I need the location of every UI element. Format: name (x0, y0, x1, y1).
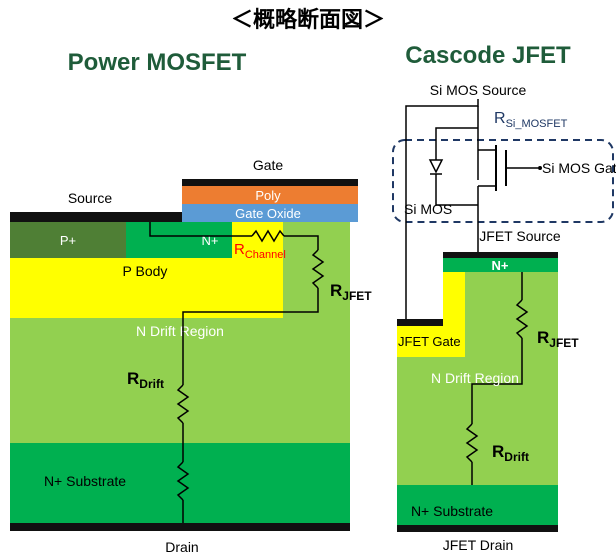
mosfet-channel-resistor (251, 229, 285, 243)
jfet-gate-metal (397, 319, 443, 326)
mosfet-drift-resistor-lower (176, 461, 190, 501)
jfet-n-plus-region (443, 258, 558, 272)
jfet-resistor-drift-wire (471, 338, 523, 424)
jfet-substrate-label: N+ Substrate (411, 503, 493, 519)
jfet-n-drift-label: N Drift Region (431, 370, 519, 386)
jfet-substrate-region (397, 485, 558, 525)
mosfet-r-jfet-label: RJFET (330, 281, 372, 303)
jfet-resistor (515, 299, 529, 339)
mosfet-drain-label: Drain (165, 539, 198, 555)
mosfet-n-drift-label: N Drift Region (136, 323, 224, 339)
power-mosfet-panel: Power MOSFET Gate Poly Gate Oxide Source… (10, 49, 372, 555)
mosfet-r-drift-label: RDrift (127, 369, 164, 391)
jfet-r-jfet-label: RJFET (537, 328, 579, 350)
mosfet-drain-metal (10, 523, 350, 531)
mosfet-source-label: Source (68, 190, 113, 206)
jfet-gate-region (397, 325, 443, 357)
mosfet-channel-wire-left (149, 222, 252, 237)
mosfet-channel-wire-right (284, 235, 319, 250)
mosfet-source-metal (10, 212, 182, 222)
si-mos-label: Si MOS (404, 201, 452, 217)
mosfet-jfet-resistor (311, 249, 325, 289)
mosfet-substrate-label: N+ Substrate (44, 473, 126, 489)
si-mos-gate-terminal-icon (538, 166, 542, 170)
mosfet-gate-label: Gate (253, 157, 284, 173)
jfet-drain-label: JFET Drain (443, 537, 514, 553)
si-mos-diode-bottom (435, 174, 478, 206)
mosfet-r-channel-label: RChannel (234, 241, 286, 261)
mosfet-gate-metal (182, 179, 358, 186)
si-mos-diode-top (435, 127, 478, 160)
cascode-jfet-panel: Cascode JFET (392, 42, 616, 553)
mosfet-p-plus-region (10, 222, 126, 258)
jfet-circuit-wiring (405, 99, 538, 485)
mosfet-p-body-label: P Body (123, 263, 168, 279)
jfet-drain-metal (397, 525, 558, 532)
si-mos-gate-label: Si MOS Gate (542, 160, 616, 176)
si-mos-source-wire (405, 99, 479, 319)
r-si-mosfet-label: RSi_MOSFET (494, 110, 568, 130)
page-title: ＜概略断面図＞ (231, 7, 385, 32)
mosfet-resistor-network (149, 222, 325, 523)
mosfet-poly (182, 186, 358, 204)
mosfet-gate-oxide (182, 204, 358, 222)
si-mos-source-label: Si MOS Source (430, 82, 527, 98)
mosfet-gate-oxide-label: Gate Oxide (235, 206, 301, 221)
si-mos-body-diode-icon (428, 159, 444, 174)
si-mos-dashed-box (392, 139, 614, 223)
jfet-drift-resistor (465, 423, 479, 463)
jfet-source-label: JFET Source (479, 228, 561, 244)
mosfet-heading: Power MOSFET (68, 49, 247, 76)
mosfet-n-plus-region (126, 222, 232, 258)
jfet-n-plus-label: N+ (492, 258, 509, 273)
mosfet-jfet-drift-wire (182, 288, 319, 385)
jfet-source-metal (443, 252, 558, 258)
jfet-gate-region-upper (443, 270, 465, 357)
mosfet-p-plus-label: P+ (60, 233, 76, 248)
jfet-gate-label: JFET Gate (398, 334, 461, 349)
jfet-heading: Cascode JFET (405, 42, 571, 69)
mosfet-poly-label: Poly (255, 188, 281, 203)
mosfet-drift-resistor-upper (176, 384, 190, 424)
jfet-r-drift-label: RDrift (492, 442, 529, 464)
